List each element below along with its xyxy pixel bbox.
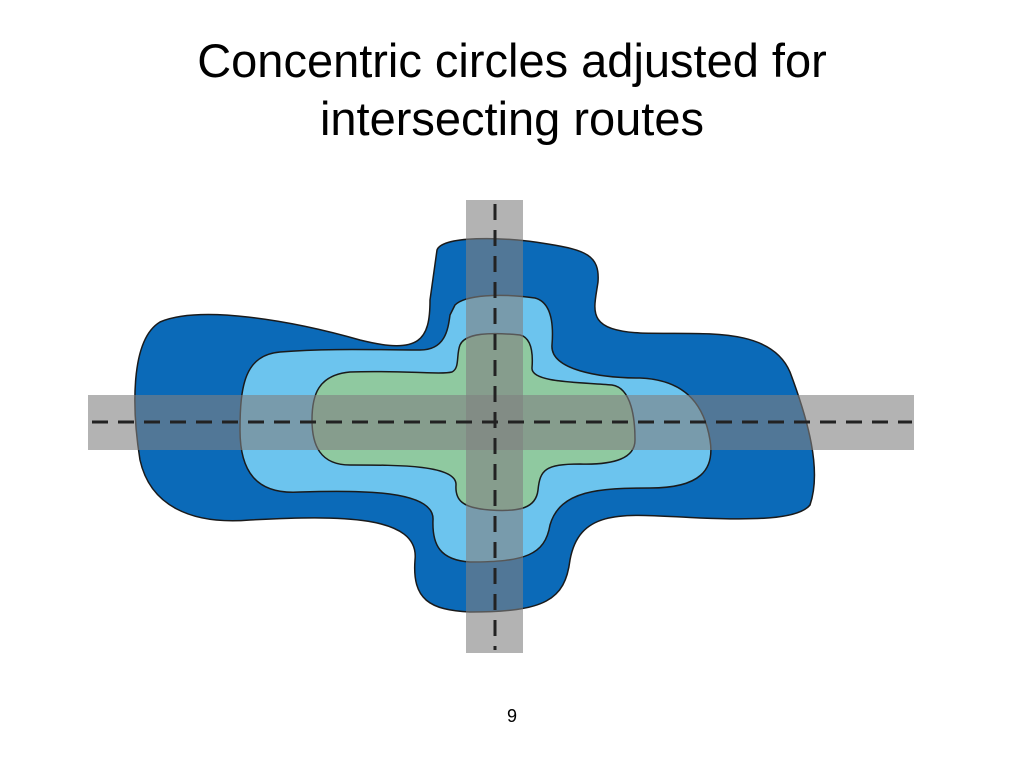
title-line-2: intersecting routes [319, 92, 705, 145]
title-line-1: Concentric circles adjusted for [197, 34, 827, 87]
slide-title: Concentric circles adjusted for intersec… [0, 32, 1024, 148]
page-number: 9 [506, 706, 517, 726]
